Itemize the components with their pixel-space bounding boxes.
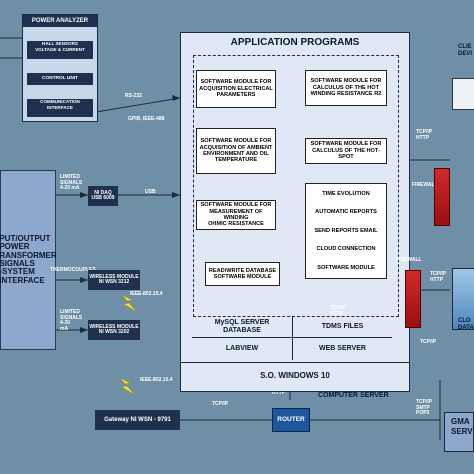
wireless-signal-icon <box>121 294 138 313</box>
list-send-reports-email: SEND REPORTS EMAIL <box>314 227 378 234</box>
gmail-server-box: GMA SERV <box>444 412 474 452</box>
module-electrical-parameters: SOFTWARE MODULE FOR ACQUISITION ELECTRIC… <box>196 70 276 108</box>
gmail-server-label: GMA SERV <box>451 417 473 436</box>
gpib-label: GPIB, IEEE-488 <box>128 116 165 122</box>
gateway-box: Gateway NI WSN - 9791 <box>95 410 180 430</box>
usb-label: USB <box>145 189 156 195</box>
limited-signals-label-1: LIMITED SIGNALS 4-20 mA <box>60 174 83 191</box>
tcpip-http-label-3: TCP/IP HTTP <box>330 305 347 317</box>
ieee-label-1: IEEE-802.15.4 <box>130 291 163 297</box>
module-list-box: TIME EVOLUTION AUTOMATIC REPORTS SEND RE… <box>305 183 387 279</box>
control-unit: CONTROL UNIT <box>27 73 93 85</box>
tcpip-smtp-label: TCP/IP SMTP POP3 <box>416 399 433 416</box>
router-box: ROUTER <box>272 408 310 432</box>
list-time-evolution: TIME EVOLUTION <box>322 190 370 197</box>
limited-signals-label-2: LIMITED SIGNALS 4-20 mA <box>60 309 83 332</box>
wireless-module-3202: WIRELESS MODULE NI WSN 3202 <box>88 320 140 340</box>
client-device-icon <box>452 78 474 110</box>
module-winding-resistance: SOFTWARE MODULE FOR MEASUREMENT OF WINDI… <box>196 200 276 230</box>
firewall-label-2: FIREWALL <box>396 257 422 263</box>
communication-interface: COMMUNICATION INTERFACE <box>27 99 93 117</box>
client-device-label: CLIE DEVI <box>458 44 473 57</box>
tcpip-http-label-1: TCP/IP HTTP <box>416 129 433 141</box>
tcpip-ip-label: TCP/IP <box>420 339 437 345</box>
cloud-data-icon <box>452 268 474 330</box>
web-server: WEB SERVER <box>292 338 392 360</box>
firewall-icon-2 <box>405 270 421 328</box>
list-automatic-reports: AUTOMATIC REPORTS <box>315 209 377 216</box>
rs232-label: RS-232 <box>125 93 142 99</box>
power-analyzer-title: POWER ANALYZER <box>23 15 97 27</box>
list-cloud-connection: CLOUD CONNECTION <box>316 246 376 253</box>
hall-sensors: HALL SENSORS VOLTAGE & CURRENT <box>27 41 93 59</box>
module-ambient-temperature: SOFTWARE MODULE FOR ACQUISITION OF AMBIE… <box>196 128 276 174</box>
tcpip-bottom-label: TCP/IP <box>212 401 229 407</box>
os-windows: S.O. WINDOWS 10 <box>181 362 409 390</box>
ni-daq-box: NI DAQ USB 6009 <box>88 186 118 206</box>
wireless-module-3212: WIRELESS MODULE NI WSN 3212 <box>88 270 140 290</box>
tcpip-http-label-2: TCP/IP HTTP <box>430 271 447 283</box>
labview: LABVIEW <box>225 345 259 353</box>
list-software-module: SOFTWARE MODULE <box>317 264 375 271</box>
app-inner-frame <box>193 55 399 317</box>
ieee-label-2: IEEE-802.15.4 <box>140 377 173 383</box>
io-interface-text: PUT/OUTPUT POWER RANSFORMER SIGNALS -SYS… <box>0 233 57 285</box>
power-analyzer: POWER ANALYZER HALL SENSORS VOLTAGE & CU… <box>22 14 98 122</box>
firewall-icon-1 <box>434 168 450 226</box>
application-programs-title: APPLICATION PROGRAMS <box>230 37 360 48</box>
module-hot-winding: SOFTWARE MODULE FOR CALCULUS OF THE HOT … <box>305 70 387 106</box>
thermocouples-label: THERMOCOUPLES <box>50 267 96 273</box>
module-database: READ/WRITE DATABASE SOFTWARE MODULE <box>205 262 280 286</box>
module-hot-spot: SOFTWARE MODULE FOR CALCULUS OF THE HOT-… <box>305 138 387 164</box>
cloud-data-label: CLO DATA <box>458 318 474 331</box>
computer-server-label: COMPUTER SERVER <box>318 392 389 399</box>
firewall-label-1: FIREWALL <box>412 182 438 188</box>
io-interface-panel: PUT/OUTPUT POWER RANSFORMER SIGNALS -SYS… <box>0 170 57 350</box>
tdms-files: TDMS FILES <box>292 316 392 338</box>
mysql-server: MySQL SERVER DATABASE <box>192 316 292 338</box>
